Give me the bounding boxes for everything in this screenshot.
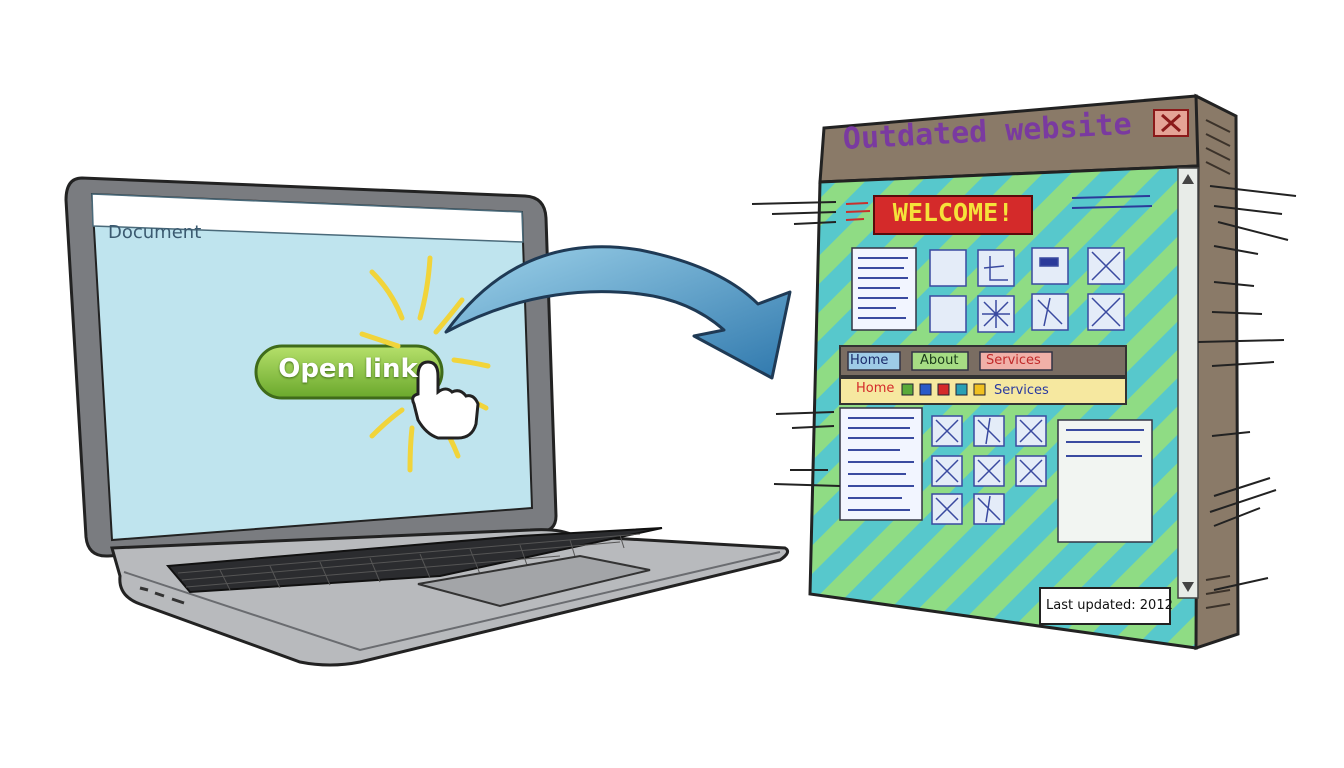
header-text-right (1071, 195, 1153, 209)
last-updated-text: Last updated: 2012 (1046, 598, 1173, 613)
broken-image-icon (929, 249, 967, 287)
document-header-bar (91, 193, 524, 243)
welcome-text: WELCOME! (892, 198, 1014, 227)
nav-home-label[interactable]: Home (850, 353, 889, 368)
nav-services-label[interactable]: Services (986, 353, 1041, 368)
secondary-nav-home[interactable]: Home (856, 381, 895, 396)
window-side (1194, 93, 1240, 651)
header-text-left (845, 202, 871, 221)
nav-about-label[interactable]: About (920, 353, 959, 368)
side-panel (1057, 419, 1153, 543)
open-link-button[interactable] (254, 344, 444, 400)
open-link-button-label[interactable]: Open link (278, 354, 418, 384)
nav-home-button[interactable] (847, 351, 901, 371)
motion-lines (751, 185, 1297, 591)
transition-arrow (444, 245, 792, 380)
broken-image-icon (1031, 247, 1069, 285)
last-updated-box (1039, 587, 1171, 625)
text-block (839, 407, 923, 521)
nav-services-button[interactable] (979, 351, 1053, 371)
website-content (808, 164, 1200, 650)
touchpad (417, 554, 651, 608)
secondary-nav-services[interactable]: Services (994, 383, 1049, 398)
outdated-website-window (751, 93, 1297, 651)
laptop (64, 176, 790, 667)
nav-about-button[interactable] (911, 351, 969, 371)
scrollbar[interactable] (1177, 167, 1199, 599)
hand-pointer-icon (411, 360, 480, 440)
welcome-banner (873, 195, 1033, 235)
scroll-down-arrow-icon[interactable] (1182, 582, 1194, 592)
document-tab-label: Document (108, 222, 202, 243)
broken-image-icon (929, 295, 967, 333)
scroll-up-arrow-icon[interactable] (1182, 174, 1194, 184)
